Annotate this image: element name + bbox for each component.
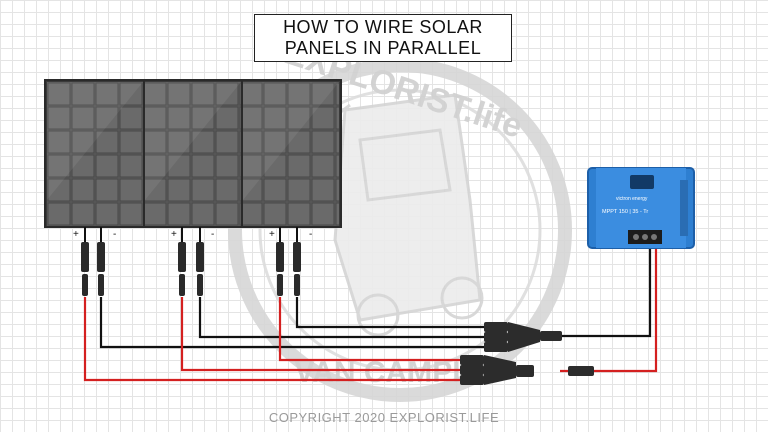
controller-brand: victron energy (616, 196, 648, 202)
panel-2-minus-label: - (211, 229, 214, 240)
negative-wires (99, 248, 652, 349)
positive-branch-connector (460, 355, 594, 385)
panel-1-minus-label: - (113, 229, 116, 240)
panel-1-plus-label: + (73, 229, 79, 240)
mc4-connectors (81, 227, 301, 296)
van-icon (329, 93, 484, 337)
panel-2-connectors (178, 227, 204, 296)
panel-3-minus-label: - (309, 229, 312, 240)
watermark-ring (228, 58, 572, 402)
controller-model: MPPT 150 | 35 - Tr (602, 209, 648, 215)
solar-panel-2 (143, 79, 244, 228)
solar-panel-3 (241, 79, 342, 228)
title-line-1: HOW TO WIRE SOLAR (283, 17, 483, 37)
copyright-text: COPYRIGHT 2020 EXPLORIST.LIFE (268, 410, 500, 425)
panel-3-plus-label: + (269, 229, 275, 240)
controller-display (630, 175, 654, 189)
panel-1-connectors (81, 227, 105, 296)
solar-panel-1 (44, 79, 145, 228)
title-box: HOW TO WIRE SOLAR PANELS IN PARALLEL (254, 14, 512, 62)
panel-3-connectors (276, 227, 301, 296)
panel-2-plus-label: + (171, 229, 177, 240)
title-line-2: PANELS IN PARALLEL (284, 38, 482, 58)
negative-branch-connector (484, 322, 562, 352)
charge-controller: victron energy MPPT 150 | 35 - Tr (587, 167, 695, 249)
